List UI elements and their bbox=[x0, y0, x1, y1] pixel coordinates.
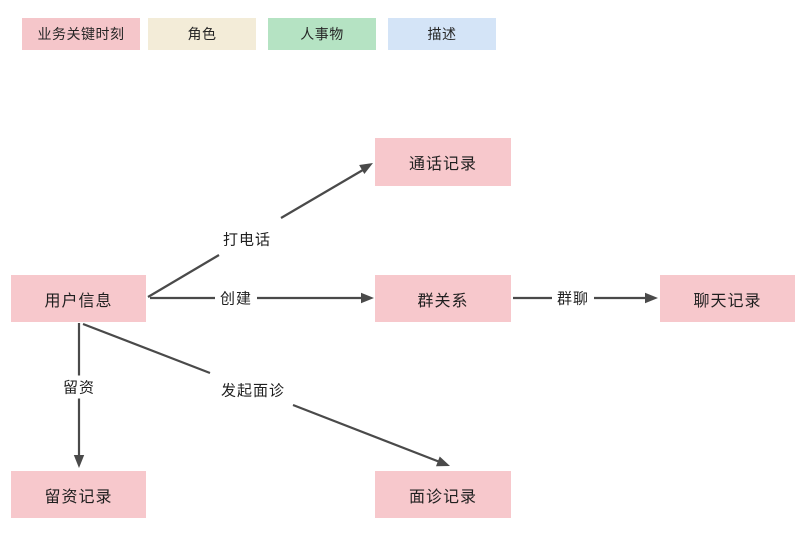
node-visit-record[interactable]: 面诊记录 bbox=[375, 471, 511, 518]
node-lead-record[interactable]: 留资记录 bbox=[11, 471, 146, 518]
legend-item-3: 描述 bbox=[388, 18, 496, 50]
edge-label-start-visit: 发起面诊 bbox=[215, 378, 291, 402]
node-call-record[interactable]: 通话记录 bbox=[375, 138, 511, 186]
arrowhead-icon bbox=[361, 292, 374, 304]
arrowhead-icon bbox=[359, 163, 373, 175]
edge-segment bbox=[292, 403, 446, 466]
edge-label-call: 打电话 bbox=[217, 227, 277, 251]
edge-segment bbox=[147, 254, 220, 298]
node-chat-record[interactable]: 聊天记录 bbox=[660, 275, 795, 322]
arrowhead-icon bbox=[645, 292, 658, 304]
edge-segment bbox=[82, 322, 211, 375]
legend-item-1: 角色 bbox=[148, 18, 256, 50]
legend-item-2: 人事物 bbox=[268, 18, 376, 50]
edge-create bbox=[150, 292, 374, 304]
arrowhead-icon bbox=[73, 455, 85, 468]
edge-label-create: 创建 bbox=[214, 286, 258, 310]
node-user-info[interactable]: 用户信息 bbox=[11, 275, 146, 322]
legend: 业务关键时刻角色人事物描述 bbox=[0, 0, 812, 60]
legend-item-0: 业务关键时刻 bbox=[22, 18, 140, 50]
node-group-rel[interactable]: 群关系 bbox=[375, 275, 511, 322]
edge-label-lead: 留资 bbox=[57, 375, 101, 399]
edge-label-group-chat: 群聊 bbox=[551, 286, 595, 310]
edge-segment bbox=[280, 166, 369, 219]
arrowhead-icon bbox=[435, 456, 450, 467]
